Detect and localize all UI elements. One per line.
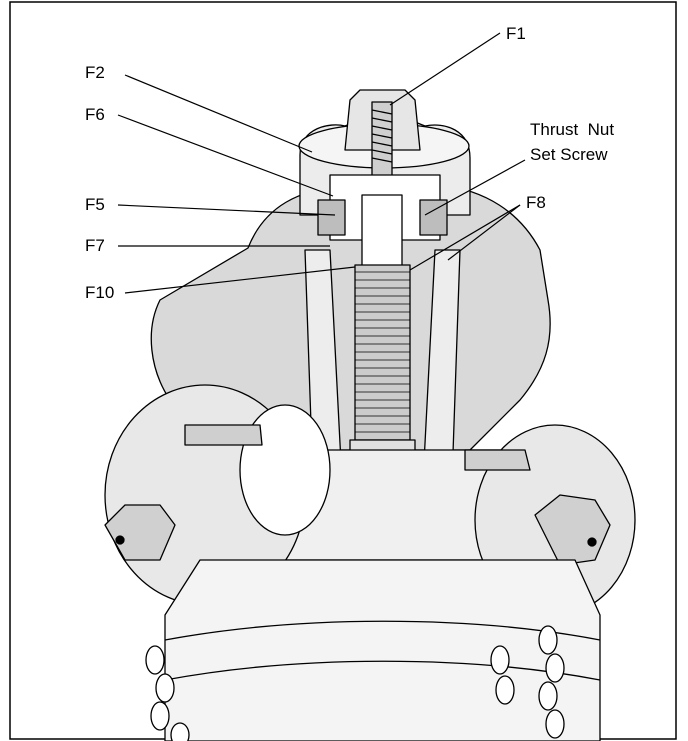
leader-f5 <box>117 204 336 216</box>
stem-threaded <box>354 264 411 441</box>
label-f2: F2 <box>85 63 105 82</box>
label-thrust-nut: Thrust Nut <box>530 120 614 139</box>
label-set-screw: Set Screw <box>530 145 608 164</box>
left-cap-hole <box>115 535 125 545</box>
operating-nut-thread <box>371 109 393 163</box>
leader-lines <box>117 32 526 294</box>
label-f8: F8 <box>526 193 546 212</box>
leader-f10 <box>124 266 356 294</box>
label-f5: F5 <box>85 195 105 214</box>
leader-f8-b <box>447 204 521 261</box>
left-nozzle-opening <box>239 404 331 536</box>
stem-thread-lines <box>355 271 410 433</box>
leader-f1 <box>389 32 501 106</box>
thrust-nut <box>317 199 448 236</box>
label-f7: F7 <box>85 236 105 255</box>
hydrant-illustration <box>104 89 636 741</box>
label-f10: F10 <box>85 283 114 302</box>
lower-barrel <box>164 559 601 741</box>
left-chain <box>145 645 190 741</box>
leader-f6 <box>117 114 334 197</box>
label-f6: F6 <box>85 105 105 124</box>
leader-f2 <box>124 74 313 153</box>
leader-thrust-nut <box>424 159 526 216</box>
right-cap-hole <box>587 537 597 547</box>
leader-f8-a <box>409 204 521 271</box>
right-chain <box>490 625 565 739</box>
left-nozzle-cap <box>104 504 176 561</box>
label-f1: F1 <box>506 24 526 43</box>
